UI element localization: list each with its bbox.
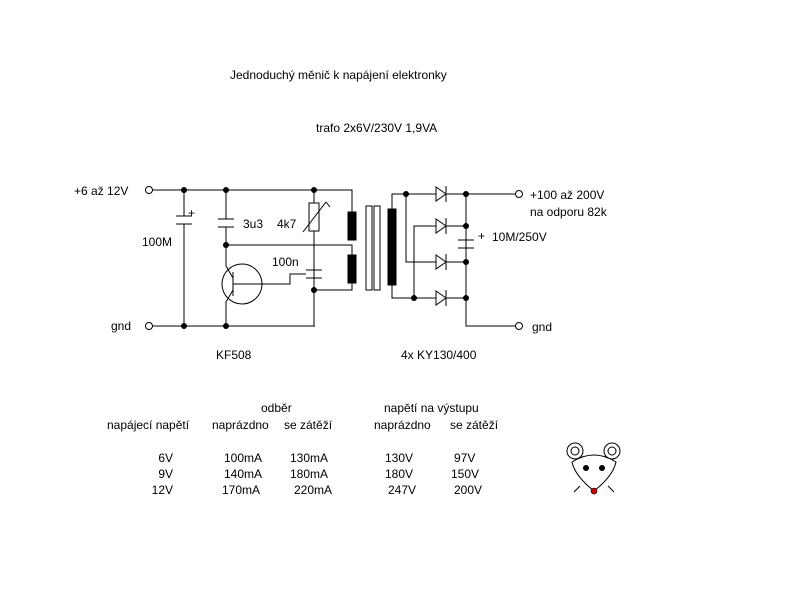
measurement-table: odběr napětí na výstupu napájecí napětí … <box>107 401 499 497</box>
c1-plus-sign: + <box>188 206 195 220</box>
table-row-odber-idle: 170mA <box>222 483 260 497</box>
secondary-bottom-wire <box>391 285 414 299</box>
table-row-out-load: 200V <box>454 483 482 497</box>
primary-bottom-wire <box>314 283 353 291</box>
c-out-plus-sign: + <box>478 229 485 243</box>
table-row-odber-idle: 140mA <box>224 467 262 481</box>
table-row-odber-load: 180mA <box>290 467 328 481</box>
table-row-out-idle: 247V <box>388 483 416 497</box>
table-row-odber-idle: 100mA <box>224 451 262 465</box>
table-col-out-load: se zátěží <box>450 418 499 432</box>
diode-3 <box>435 254 447 270</box>
diodes-label: 4x KY130/400 <box>401 348 477 362</box>
gnd-left-label: gnd <box>111 319 131 333</box>
c2-label: 3u3 <box>243 217 263 231</box>
vin-terminal <box>145 186 153 194</box>
secondary-top-wire <box>391 193 406 209</box>
r1-trimmer-arrow <box>302 201 331 233</box>
table-row-supply: 9V <box>158 467 173 481</box>
mouse-face-icon <box>566 442 621 495</box>
diode-1 <box>435 186 447 202</box>
table-row-odber-load: 130mA <box>290 451 328 465</box>
base-to-c3-wire <box>262 273 306 285</box>
gnd-right-label: gnd <box>532 320 552 334</box>
r1-resistor <box>308 202 320 232</box>
table-col-odber-load: se zátěží <box>284 418 333 432</box>
table-row-supply: 12V <box>152 483 173 497</box>
bridge-left-wire <box>405 194 466 263</box>
feedback-wire <box>226 244 353 255</box>
subtitle: trafo 2x6V/230V 1,9VA <box>316 121 437 135</box>
top-rail-wire <box>153 189 353 212</box>
r1-label: 4k7 <box>277 217 297 231</box>
table-row-out-idle: 180V <box>385 467 413 481</box>
load-label: na odporu 82k <box>530 205 608 219</box>
primary-winding-bottom <box>347 254 357 284</box>
table-col-odber-idle: naprázdno <box>212 418 269 432</box>
c2-capacitor <box>218 218 234 228</box>
diode-4 <box>435 290 447 306</box>
transformer-core-right <box>373 205 381 291</box>
table-row-out-load: 150V <box>451 467 479 481</box>
vout-terminal <box>515 190 523 198</box>
table-row-supply: 6V <box>158 451 173 465</box>
right-bus-wire <box>465 194 516 327</box>
diode-2 <box>435 218 447 234</box>
vin-label: +6 až 12V <box>74 184 128 198</box>
c1-capacitor <box>176 215 192 225</box>
title: Jednoduchý měnič k napájení elektronky <box>230 68 447 82</box>
table-col-supply: napájecí napětí <box>107 418 190 432</box>
secondary-winding <box>387 208 397 286</box>
transistor-label: KF508 <box>216 348 252 362</box>
gnd-right-terminal <box>515 322 523 330</box>
c1-label: 100M <box>142 235 172 249</box>
c3-label: 100n <box>272 255 299 269</box>
table-row-out-load: 97V <box>454 451 475 465</box>
transistor-collector-emitter <box>225 245 234 326</box>
transformer-core-left <box>365 205 373 291</box>
junction-dots-left <box>181 187 317 329</box>
table-row-odber-load: 220mA <box>294 483 332 497</box>
bridge-inner-wire <box>413 225 466 298</box>
mouse-nose <box>590 487 598 495</box>
gnd-left-terminal <box>145 322 153 330</box>
table-group-odber: odběr <box>261 401 292 415</box>
table-col-out-idle: naprázdno <box>374 418 431 432</box>
c-out-capacitor <box>458 239 474 249</box>
c-out-label: 10M/250V <box>492 230 547 244</box>
table-row-out-idle: 130V <box>385 451 413 465</box>
vout-label: +100 až 200V <box>530 188 604 202</box>
table-group-vystup: napětí na výstupu <box>384 401 479 415</box>
primary-winding-top <box>347 211 357 241</box>
junction-dots-right <box>403 191 469 301</box>
